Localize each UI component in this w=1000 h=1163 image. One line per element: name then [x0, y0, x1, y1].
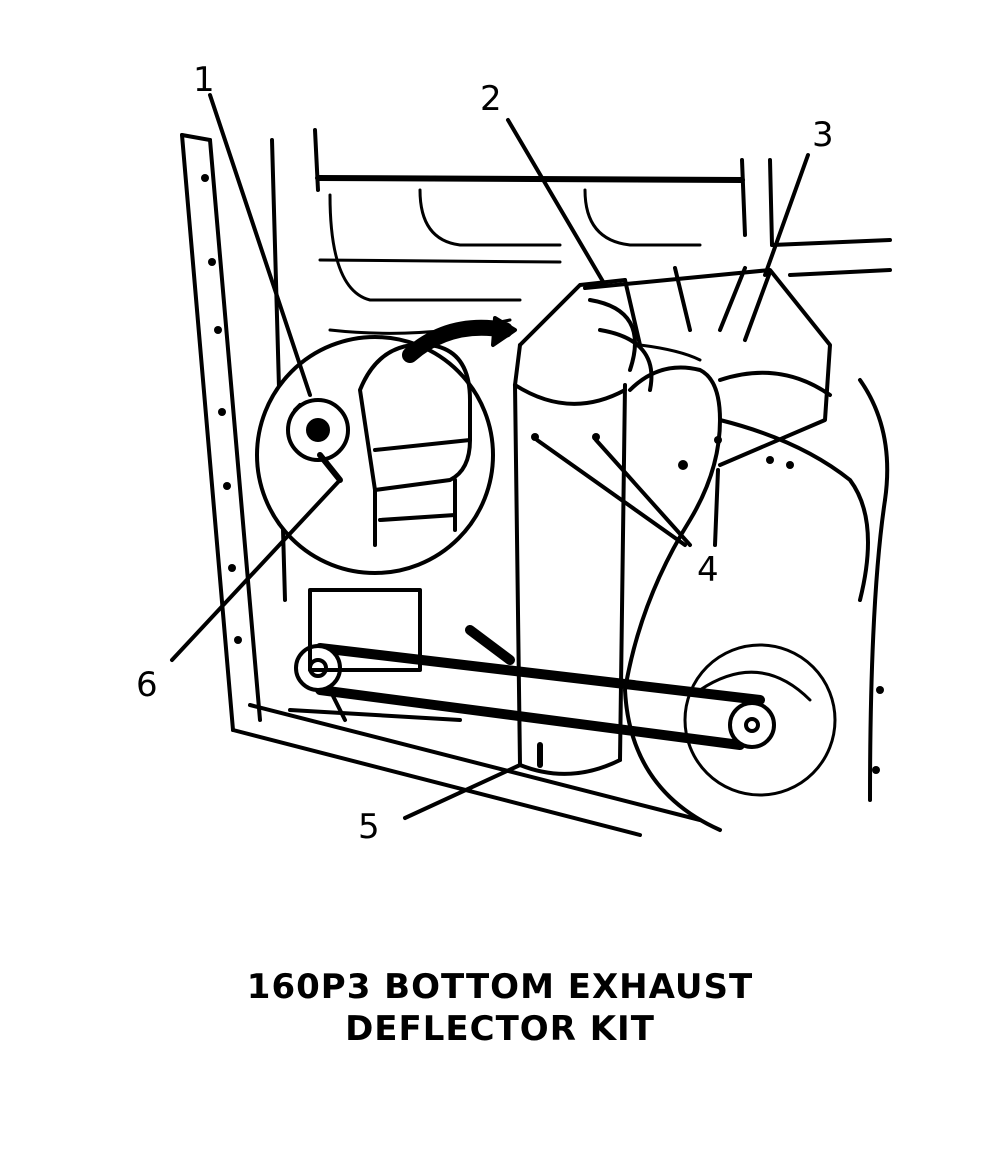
- drive-belt: [315, 643, 765, 750]
- detail-inset: [255, 316, 517, 575]
- back-panel-detail: [318, 188, 702, 335]
- screws: [531, 433, 794, 470]
- idler-pulley: [728, 701, 776, 749]
- callout-2: 2: [480, 79, 502, 119]
- exhaust-deflector: [583, 266, 832, 467]
- caption-line-2: DEFLECTOR KIT: [345, 1009, 655, 1049]
- callout-3: 3: [812, 115, 834, 155]
- motor-assembly: [288, 588, 515, 722]
- exhaust-duct: [513, 278, 627, 776]
- callout-1: 1: [193, 60, 215, 100]
- cabinet-frame: [180, 128, 892, 837]
- blower-housing: [623, 365, 870, 832]
- leader-lines: [170, 93, 810, 820]
- callout-4: 4: [697, 550, 719, 590]
- callout-5: 5: [358, 807, 380, 847]
- caption-line-1: 160P3 BOTTOM EXHAUST: [246, 967, 754, 1007]
- panel-holes: [201, 174, 884, 774]
- callout-6: 6: [136, 665, 158, 705]
